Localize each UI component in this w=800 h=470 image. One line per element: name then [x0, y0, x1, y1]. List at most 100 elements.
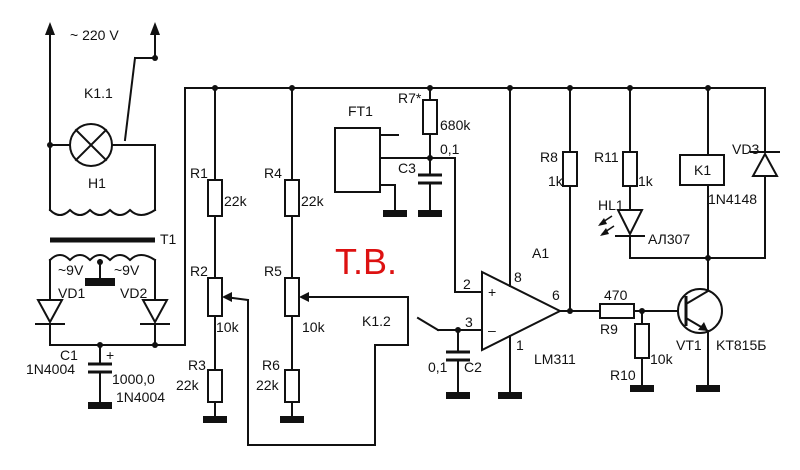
resistor-r11	[622, 151, 638, 187]
label-mains: ~ 220 V	[70, 27, 119, 43]
resistor-r9	[599, 303, 635, 319]
label-k1: K1	[694, 162, 711, 178]
resistor-r6	[284, 369, 300, 403]
label-pin6: 6	[552, 287, 560, 303]
ground-icon	[418, 210, 442, 217]
label-t1: T1	[160, 231, 177, 247]
label-al307: АЛ307	[648, 231, 690, 247]
ground-icon	[696, 385, 720, 392]
label-r7: R7*	[398, 90, 422, 106]
label-r11-val: 1k	[638, 173, 654, 189]
label-r9-val: 470	[604, 287, 628, 303]
label-plus: +	[488, 284, 496, 300]
resistor-r10	[634, 323, 650, 359]
label-vd3: VD3	[732, 141, 759, 157]
resistor-r8-group	[562, 87, 578, 312]
label-r5-val: 10k	[302, 319, 326, 335]
label-vt1: VT1	[676, 337, 702, 353]
labels: ~ 220 V K1.1 H1 T1 ~9V ~9V VD1 VD2 C1 + …	[26, 27, 766, 405]
label-r10-val: 10k	[650, 351, 674, 367]
label-c3-val: 0,1	[440, 141, 460, 157]
label-lm311: LM311	[534, 351, 576, 367]
ground-icon	[280, 416, 304, 423]
diode-vd1	[36, 299, 64, 325]
relay-branch	[679, 87, 780, 291]
capacitor-c2	[446, 327, 483, 399]
label-vd1: VD1	[58, 285, 85, 301]
label-c2: C2	[464, 359, 482, 375]
label-sec-right: ~9V	[114, 262, 140, 278]
resistor-r7	[422, 99, 438, 135]
label-vd2: VD2	[120, 285, 147, 301]
label-sec-left: ~9V	[58, 262, 84, 278]
label-c3: C3	[398, 160, 416, 176]
ground-icon	[383, 210, 407, 217]
label-r3: R3	[188, 357, 206, 373]
label-k12: K1.2	[362, 313, 391, 329]
capacitor-c1	[88, 344, 112, 409]
led-branch	[598, 87, 709, 259]
label-vt1-type: KT815Б	[716, 337, 766, 353]
ground-icon	[203, 416, 227, 423]
label-pin2: 2	[463, 276, 471, 292]
diode-vd3	[751, 151, 779, 177]
sensor-ft1	[334, 127, 381, 193]
resistor-r5	[284, 277, 300, 317]
label-r1-val: 22k	[224, 193, 248, 209]
ground-icon	[85, 278, 115, 286]
label-ft1: FT1	[348, 103, 373, 119]
label-c1: C1	[60, 347, 78, 363]
label-h1: H1	[88, 175, 106, 191]
label-r4-val: 22k	[301, 193, 325, 209]
ground-icon	[630, 385, 654, 392]
label-r9: R9	[600, 321, 618, 337]
label-c1-val: 1000,0	[112, 371, 155, 387]
label-r11: R11	[594, 149, 619, 165]
divider-left	[203, 87, 409, 446]
ground-icon	[446, 392, 470, 399]
resistor-r8	[562, 151, 578, 187]
label-c2-val: 0,1	[428, 359, 448, 375]
ground-icon	[498, 392, 522, 399]
label-r2-val: 10k	[216, 319, 240, 335]
ground-icon	[88, 402, 112, 409]
resistor-r4	[284, 179, 300, 217]
label-c1-plus: +	[106, 347, 114, 363]
label-r7-val: 680k	[440, 117, 471, 133]
label-r3-val: 22k	[176, 377, 200, 393]
label-k11: K1.1	[84, 85, 113, 101]
label-r6: R6	[262, 357, 280, 373]
label-r8: R8	[540, 149, 558, 165]
label-r10: R10	[610, 367, 636, 383]
label-vd3-type: 1N4148	[708, 191, 757, 207]
label-pin8: 8	[514, 269, 522, 285]
comparator-a1	[481, 87, 601, 399]
divider-right	[280, 87, 459, 423]
resistor-r1	[207, 179, 223, 217]
label-tv: T.B.	[335, 241, 397, 282]
label-diode-right: 1N4004	[116, 389, 165, 405]
driver-stage	[599, 288, 723, 392]
label-r8-val: 1k	[548, 173, 564, 189]
opamp-triangle	[481, 270, 563, 352]
transformer-t1	[48, 208, 157, 301]
label-r2: R2	[190, 263, 208, 279]
supply-rail	[184, 85, 711, 346]
rectifier	[35, 299, 186, 348]
label-minus: –	[488, 322, 496, 338]
sensor-block	[334, 87, 483, 293]
mains-circuit	[45, 22, 160, 211]
label-pin1: 1	[516, 337, 524, 353]
label-r6-val: 22k	[256, 377, 280, 393]
transistor-vt1	[677, 288, 723, 334]
relay-coil-k1	[679, 154, 725, 186]
label-r4: R4	[264, 165, 282, 181]
label-r1: R1	[190, 165, 208, 181]
label-r5: R5	[264, 263, 282, 279]
label-pin3: 3	[465, 314, 473, 330]
led-hl1	[616, 209, 644, 237]
diode-vd2	[141, 299, 169, 325]
label-diode-left: 1N4004	[26, 361, 75, 377]
